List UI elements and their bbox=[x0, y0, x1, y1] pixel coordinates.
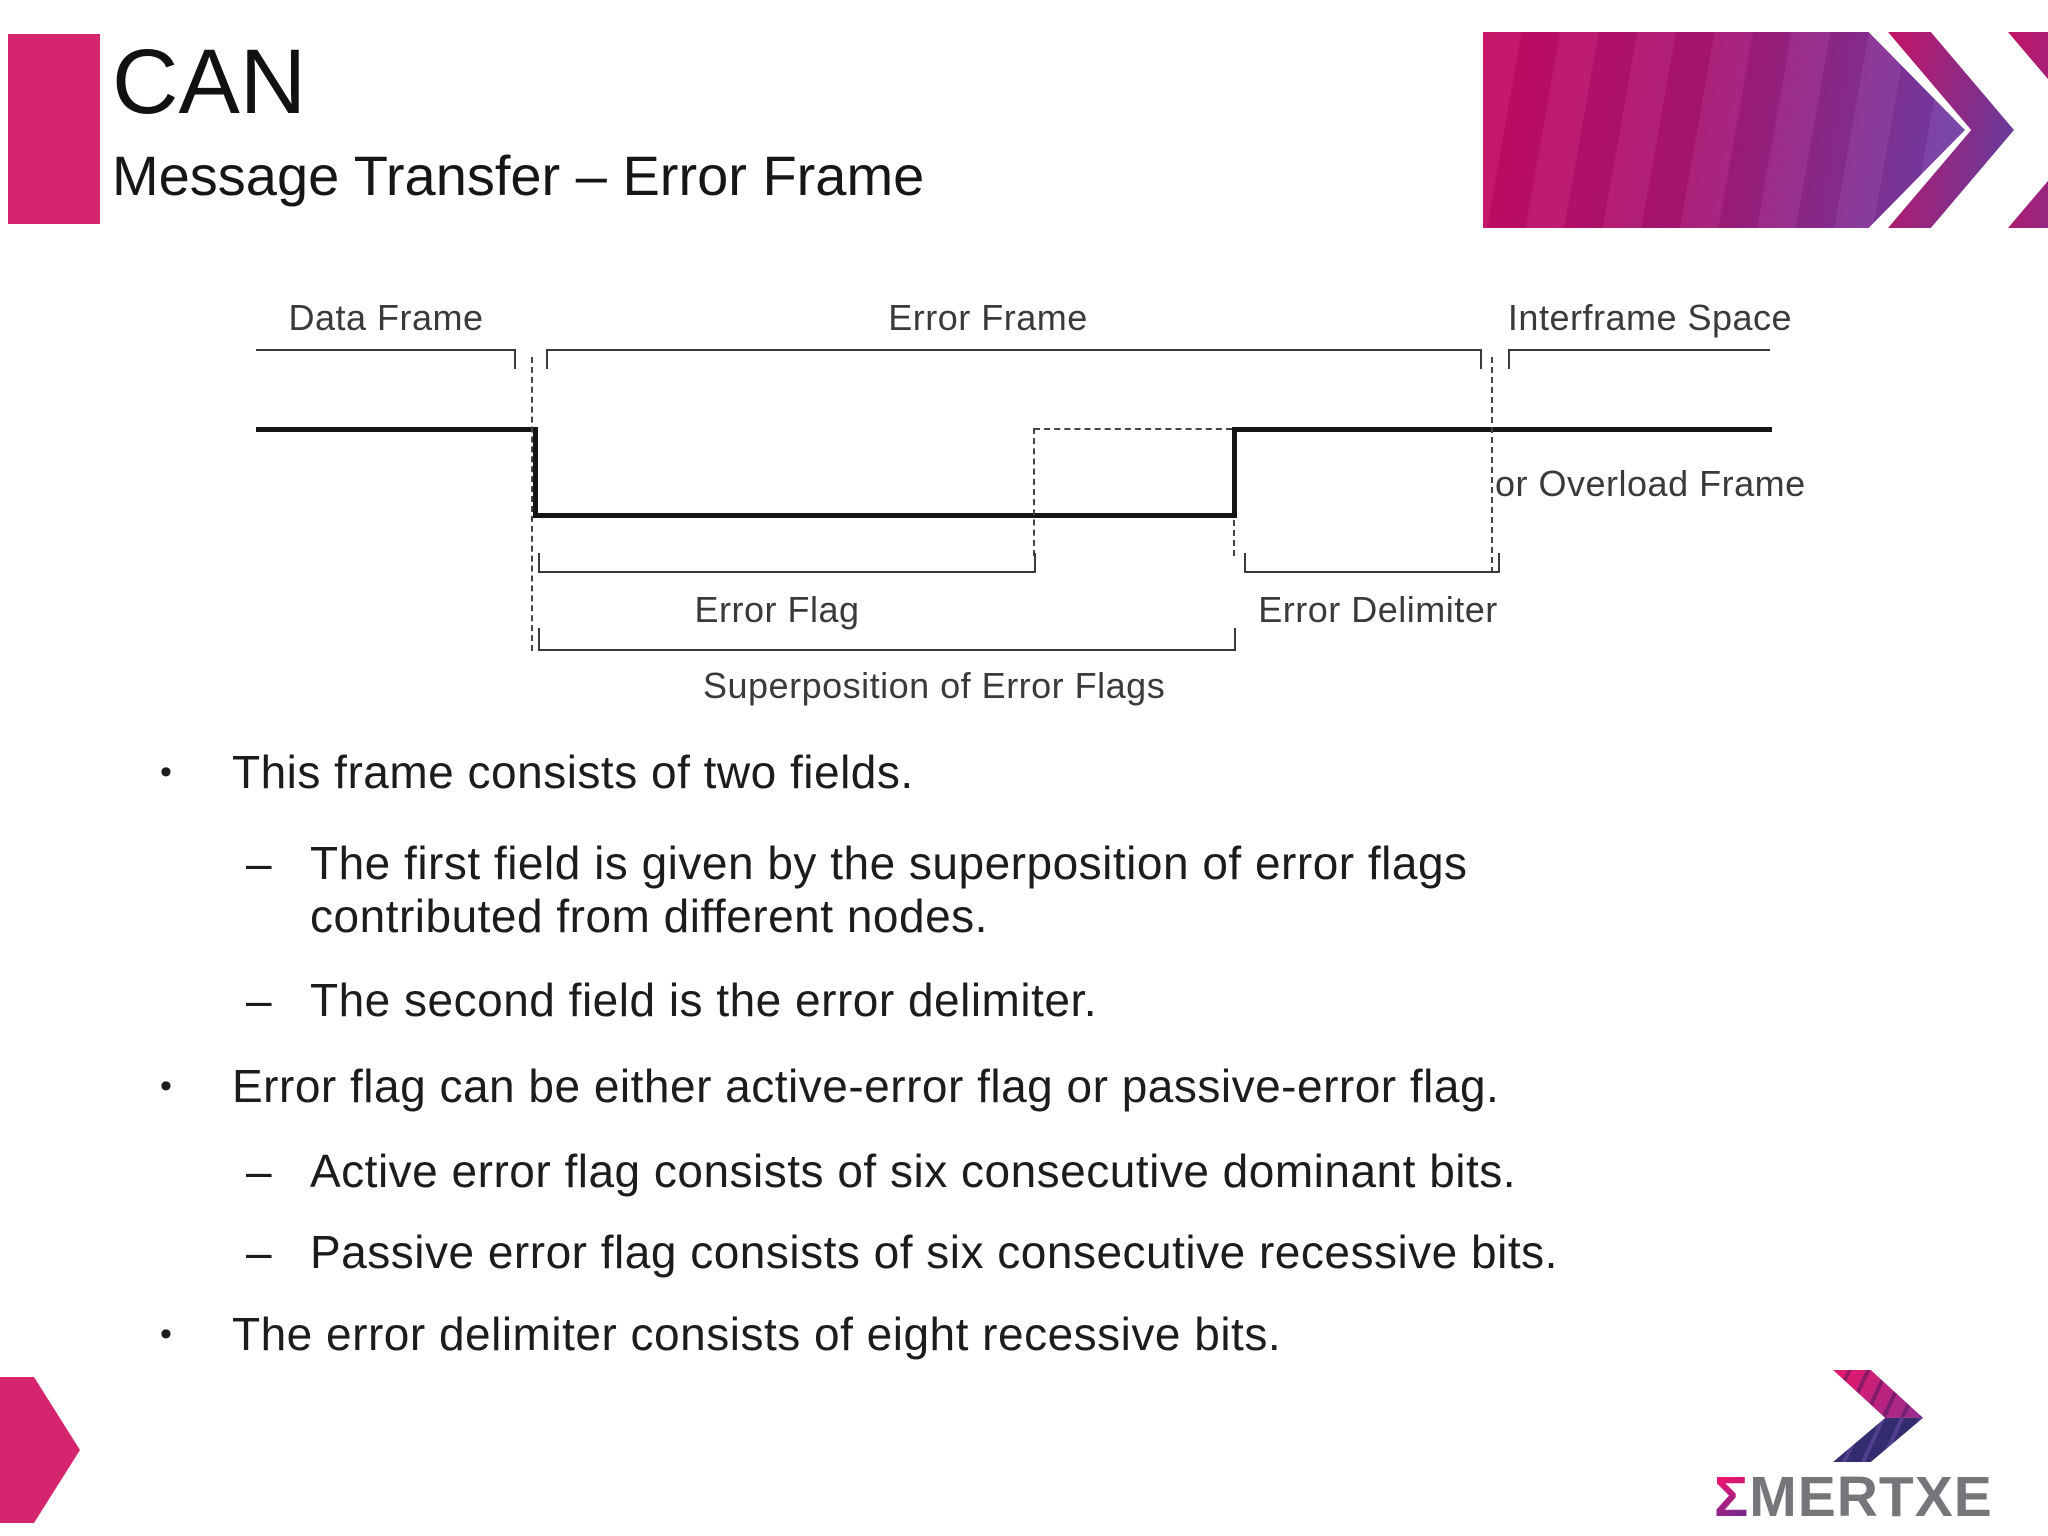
signal-high-segment bbox=[1232, 427, 1772, 432]
error-delimiter-label: Error Delimiter bbox=[1258, 589, 1498, 630]
or-overload-frame-label: or Overload Frame bbox=[1495, 463, 1806, 504]
error-frame-timing-diagram: Data Frame Error Frame Interframe Space … bbox=[0, 0, 2048, 760]
superposition-bracket bbox=[538, 649, 1236, 651]
error-flag-bracket bbox=[538, 571, 1036, 573]
data-frame-bracket-tick bbox=[514, 349, 516, 369]
bullet-text: The first field is given by the superpos… bbox=[310, 837, 1468, 942]
dash-marker: – bbox=[246, 1226, 273, 1278]
interframe-space-label: Interframe Space bbox=[1507, 297, 1793, 338]
error-frame-bracket-tick bbox=[546, 349, 548, 369]
error-flag-label: Error Flag bbox=[694, 589, 860, 630]
data-frame-label: Data Frame bbox=[288, 297, 484, 338]
recessive-level-dashed-line bbox=[1033, 428, 1035, 556]
mertxe-logo-text: ΣMERTXE bbox=[1714, 1464, 1993, 1530]
page-title: CAN bbox=[112, 31, 307, 133]
error-flag-bracket-tick bbox=[1034, 553, 1036, 573]
sub-bullet-item: –Active error flag consists of six conse… bbox=[246, 1145, 1516, 1198]
sub-bullet-item: –The first field is given by the superpo… bbox=[246, 837, 1468, 943]
dash-marker: – bbox=[246, 1145, 273, 1197]
error-delimiter-bracket-tick bbox=[1498, 553, 1500, 573]
bullet-item: • This frame consists of two fields. bbox=[160, 746, 914, 799]
signal-falling-edge bbox=[533, 427, 538, 518]
bullet-text: The error delimiter consists of eight re… bbox=[232, 1308, 1282, 1360]
sub-bullet-item: –Passive error flag consists of six cons… bbox=[246, 1226, 1558, 1279]
accent-square bbox=[8, 34, 100, 224]
error-delimiter-bracket-tick bbox=[1244, 553, 1246, 573]
dashed-guide-line bbox=[1233, 520, 1235, 556]
signal-high-segment bbox=[256, 427, 538, 432]
error-delimiter-bracket bbox=[1244, 571, 1500, 573]
sub-bullet-item: –The second field is the error delimiter… bbox=[246, 974, 1097, 1027]
dash-marker: – bbox=[246, 974, 273, 1026]
bullet-text: This frame consists of two fields. bbox=[232, 746, 914, 798]
bullet-text: Passive error flag consists of six conse… bbox=[310, 1226, 1558, 1278]
signal-low-segment bbox=[533, 513, 1237, 518]
mertxe-logo: ΣMERTXE bbox=[1700, 1360, 2040, 1530]
dashed-guide-line bbox=[531, 357, 533, 651]
error-flag-bracket-tick bbox=[538, 553, 540, 573]
bullet-marker: • bbox=[160, 753, 173, 791]
logo-sigma: Σ bbox=[1714, 1465, 1750, 1529]
dash-marker: – bbox=[246, 837, 273, 889]
bullet-text: The second field is the error delimiter. bbox=[310, 974, 1098, 1026]
error-frame-bracket-tick bbox=[1480, 349, 1482, 369]
bullet-marker: • bbox=[160, 1067, 173, 1105]
corner-arrow-graphic bbox=[0, 1377, 80, 1523]
bullet-text: Active error flag consists of six consec… bbox=[310, 1145, 1517, 1197]
bullet-marker: • bbox=[160, 1315, 173, 1353]
error-frame-bracket bbox=[546, 349, 1482, 351]
superposition-bracket-tick bbox=[1234, 628, 1236, 651]
signal-rising-edge bbox=[1232, 427, 1237, 518]
bullet-text: Error flag can be either active-error fl… bbox=[232, 1060, 1500, 1112]
dashed-guide-line bbox=[1491, 357, 1493, 573]
error-frame-label: Error Frame bbox=[888, 297, 1088, 338]
superposition-bracket-tick bbox=[538, 628, 540, 651]
logo-brand: MERTXE bbox=[1749, 1465, 1993, 1529]
bullet-item: • The error delimiter consists of eight r… bbox=[160, 1308, 1281, 1361]
superposition-label: Superposition of Error Flags bbox=[703, 665, 1166, 706]
recessive-level-dashed-line bbox=[1034, 428, 1232, 430]
bullet-item: • Error flag can be either active-error f… bbox=[160, 1060, 1499, 1113]
data-frame-bracket bbox=[256, 349, 516, 351]
page-subtitle: Message Transfer – Error Frame bbox=[112, 144, 925, 207]
interframe-space-bracket-tick bbox=[1508, 349, 1510, 369]
mertxe-logo-icon bbox=[1833, 1370, 1923, 1462]
interframe-space-bracket bbox=[1508, 349, 1770, 351]
